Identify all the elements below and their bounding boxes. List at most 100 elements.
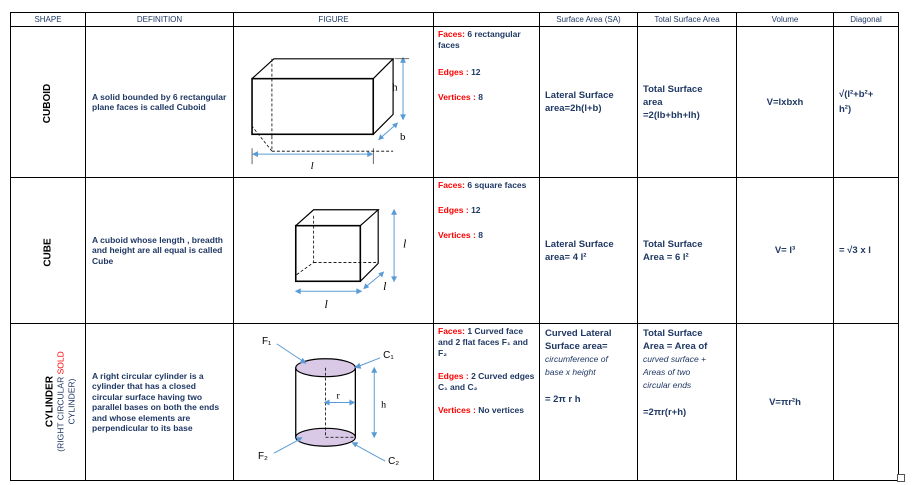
cube-figure: l l l [233, 177, 434, 324]
cylinder-label-C1: C₁ [383, 350, 394, 361]
resize-handle[interactable] [897, 474, 905, 482]
cylinder-shape-name: CYLINDER [44, 375, 56, 427]
cuboid-sa-line1: Lateral Surface [545, 90, 614, 101]
cube-label-height: l [403, 237, 407, 251]
cylinder-vertices-value: No vertices [478, 405, 525, 415]
cube-shape-cell: CUBE [10, 177, 86, 324]
cube-surface-area: Lateral Surface area= 4 l² [539, 177, 638, 324]
cube-sa-line2: area= 4 l² [545, 251, 587, 263]
cuboid-faces-label: Faces: [438, 29, 465, 39]
cube-shape-label: CUBE [42, 237, 54, 267]
cylinder-sa-line2: Surface area= [545, 341, 608, 352]
cuboid-label-h: h [392, 82, 398, 94]
cylinder-diagonal [833, 323, 899, 481]
cylinder-total-surface-area: Total Surface Area = Area of curved surf… [637, 323, 737, 481]
cuboid-total-surface-area: Total Surface area =2(lb+bh+lh) [637, 26, 737, 178]
cuboid-diagonal: √(l²+b²+ h²) [833, 26, 899, 178]
cube-diagram: l l l [294, 208, 407, 311]
cylinder-sa-line3: circumference of [545, 354, 608, 364]
cuboid-definition: A solid bounded by 6 rectangular plane f… [85, 26, 234, 178]
cube-label-depth: l [383, 279, 387, 293]
cube-edges-label: Edges : [438, 205, 469, 215]
cylinder-vertices-label: Vertices : [438, 405, 476, 415]
header-shape: SHAPE [10, 12, 86, 27]
header-total-surface-area: Total Surface Area [637, 12, 737, 27]
cylinder-surface-area: Curved Lateral Surface area= circumferen… [539, 323, 638, 481]
header-diagonal: Diagonal [833, 12, 899, 27]
cuboid-edges-value: 12 [471, 67, 481, 77]
cylinder-faces-label: Faces: [438, 326, 465, 336]
cube-definition: A cuboid whose length , breadth and heig… [85, 177, 234, 324]
cuboid-figure: h b l [233, 26, 434, 178]
cuboid-diagram: h b l [251, 56, 409, 172]
header-row: SHAPE DEFINITION FIGURE Surface Area (SA… [10, 12, 899, 27]
cylinder-definition: A right circular cylinder is a cylinder … [85, 323, 234, 481]
cuboid-row: CUBOID A solid bounded by 6 rectangular … [10, 26, 899, 178]
cube-vertices-value: 8 [478, 230, 483, 240]
cube-label-length: l [325, 297, 329, 311]
cylinder-edges-label: Edges : [438, 371, 469, 381]
cuboid-diagonal-line1: √(l²+b²+ [839, 89, 874, 100]
cylinder-subtitle-a: (RIGHT CIRCULAR [55, 373, 66, 452]
cylinder-tsa-line1: Total Surface [643, 328, 703, 339]
cylinder-label-h: h [381, 399, 386, 410]
cylinder-volume: V=πr²h [736, 323, 834, 481]
cylinder-faces-value: 1 Curved face and 2 flat faces F₁ and F₂ [438, 326, 528, 358]
cylinder-tsa-line5: circular ends [643, 380, 692, 390]
cylinder-sa-line1: Curved Lateral [545, 328, 612, 339]
header-figure: FIGURE [233, 12, 434, 27]
cylinder-subtitle-red: SOLD [55, 350, 66, 374]
cube-properties: Faces: 6 square faces Edges : 12 Vertice… [433, 177, 540, 324]
header-surface-area: Surface Area (SA) [539, 12, 638, 27]
cylinder-tsa-line3: curved surface + [643, 354, 707, 364]
cuboid-faces-value: 6 rectangular faces [438, 29, 521, 50]
cuboid-tsa-line1: Total Surface [643, 83, 703, 95]
cuboid-surface-area: Lateral Surface area=2h(l+b) [539, 26, 638, 178]
cube-tsa-line1: Total Surface [643, 238, 703, 250]
cube-vertices-label: Vertices : [438, 230, 476, 240]
cylinder-label-F1: F₁ [262, 336, 272, 347]
cube-diagonal: = √3 x l [833, 177, 899, 324]
cuboid-edges-label: Edges : [438, 67, 469, 77]
cylinder-shape-subtitle-2: CYLINDER) [66, 378, 77, 424]
cube-tsa-line2: Area = 6 l² [643, 251, 689, 263]
cube-sa-line1: Lateral Surface [545, 238, 614, 250]
cylinder-sa-line5: = 2π r h [545, 394, 581, 405]
cuboid-label-l: l [311, 160, 314, 172]
cuboid-volume: V=lxbxh [736, 26, 834, 178]
cube-faces-label: Faces: [438, 180, 465, 190]
cylinder-row: CYLINDER (RIGHT CIRCULAR SOLD CYLINDER) … [10, 323, 899, 481]
cuboid-shape-cell: CUBOID [10, 26, 86, 178]
cube-edges-value: 12 [471, 205, 481, 215]
cube-faces-value: 6 square faces [467, 180, 527, 190]
cube-row: CUBE A cuboid whose length , breadth and… [10, 177, 899, 324]
cuboid-properties: Faces: 6 rectangular faces Edges : 12 Ve… [433, 26, 540, 178]
cylinder-label-C2: C₂ [388, 456, 399, 467]
cylinder-properties: Faces: 1 Curved face and 2 flat faces F₁… [433, 323, 540, 481]
cuboid-shape-label: CUBOID [42, 83, 54, 124]
cylinder-tsa-line6: =2πr(r+h) [643, 407, 687, 418]
cylinder-shape-subtitle: (RIGHT CIRCULAR SOLD [56, 351, 67, 451]
cylinder-shape-cell: CYLINDER (RIGHT CIRCULAR SOLD CYLINDER) [10, 323, 86, 481]
header-properties [433, 12, 540, 27]
cylinder-tsa-line4: Areas of two [643, 367, 691, 377]
cylinder-sa-line4: base x height [545, 367, 596, 377]
cylinder-label-F2: F₂ [258, 451, 268, 462]
cylinder-label-r: r [336, 391, 340, 402]
cylinder-figure: F₁ C₁ F₂ C₂ r h [233, 323, 434, 481]
cuboid-sa-line2: area=2h(l+b) [545, 103, 602, 114]
cylinder-diagram: F₁ C₁ F₂ C₂ r h [258, 336, 399, 467]
cuboid-vertices-label: Vertices : [438, 92, 476, 102]
cuboid-label-b: b [400, 131, 406, 143]
cylinder-tsa-line2: Area = Area of [643, 341, 708, 352]
cube-total-surface-area: Total Surface Area = 6 l² [637, 177, 737, 324]
cube-volume: V= l³ [736, 177, 834, 324]
header-volume: Volume [736, 12, 834, 27]
cuboid-tsa-line2: area [643, 96, 663, 108]
header-definition: DEFINITION [85, 12, 234, 27]
cuboid-vertices-value: 8 [478, 92, 483, 102]
cuboid-tsa-line3: =2(lb+bh+lh) [643, 109, 700, 121]
cylinder-edges-value: 2 Curved edges C₁ and C₂ [438, 371, 535, 392]
cylinder-shape-label: CYLINDER (RIGHT CIRCULAR SOLD CYLINDER) [45, 351, 78, 451]
cuboid-diagonal-line2: h²) [839, 104, 852, 115]
